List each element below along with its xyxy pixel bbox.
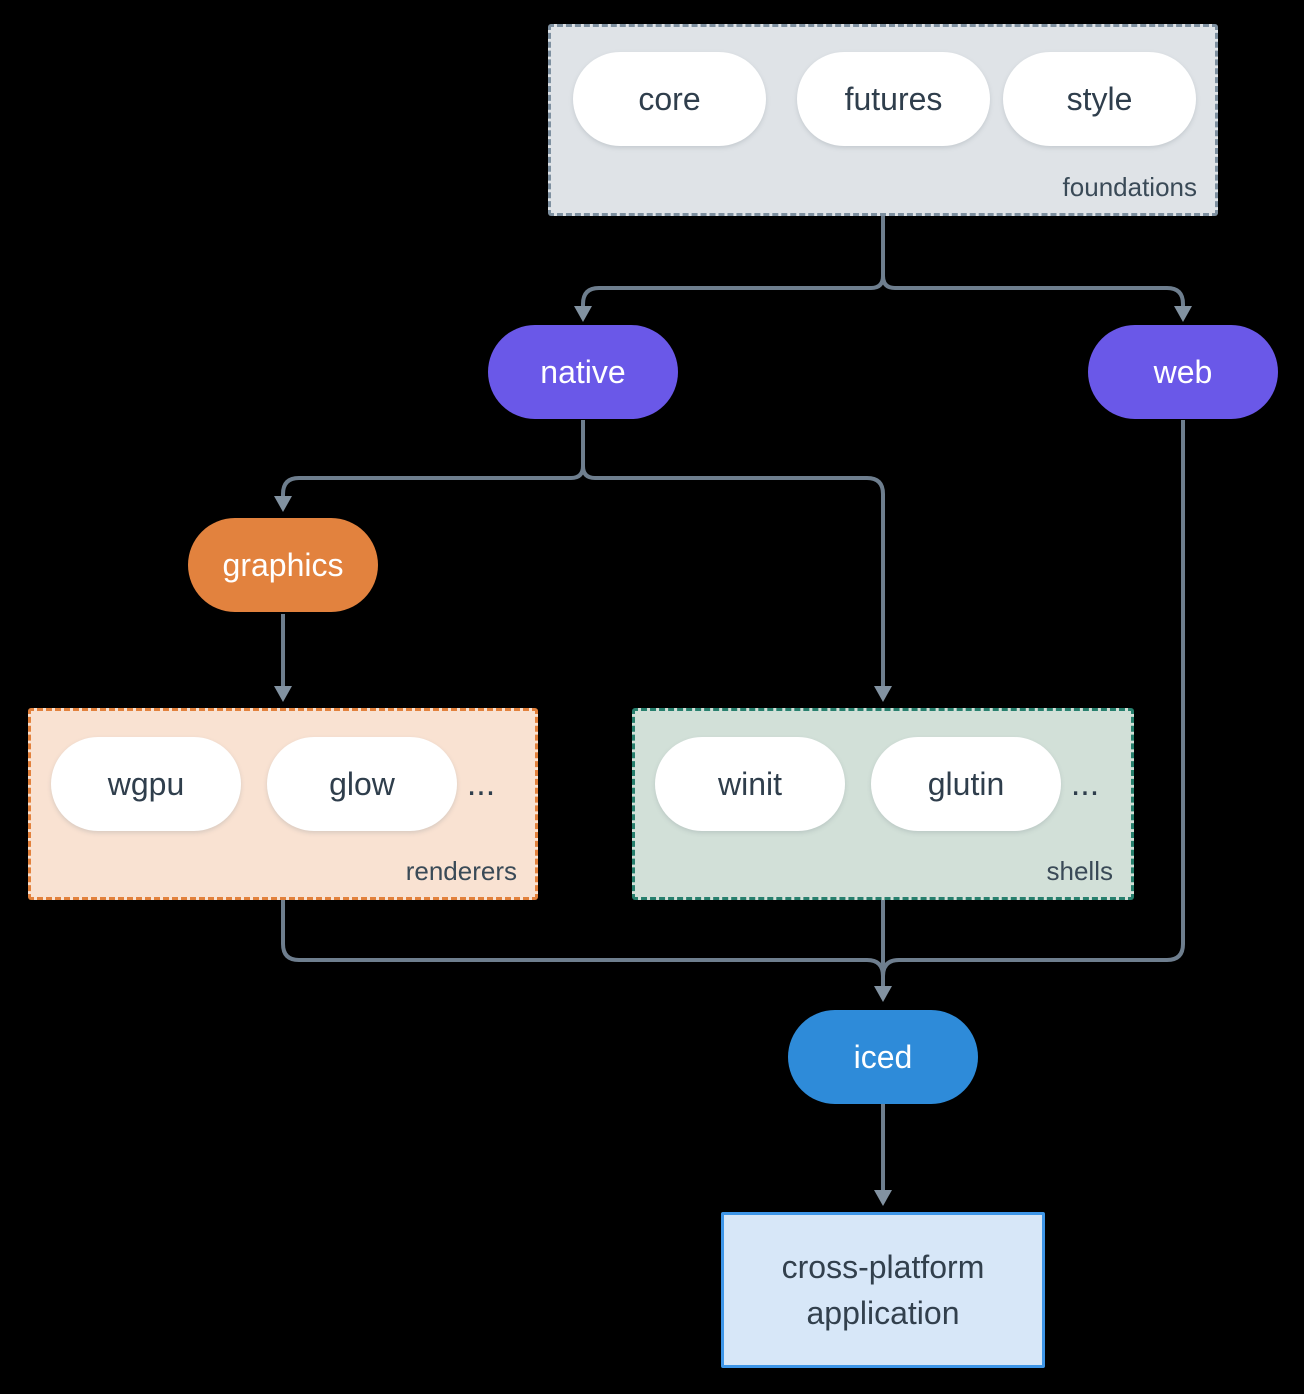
arrowhead-shells (874, 686, 892, 702)
node-cross-platform-application: cross-platform application (721, 1212, 1045, 1368)
node-graphics: graphics (188, 518, 378, 612)
node-web: web (1088, 325, 1278, 419)
pill-wgpu: wgpu (51, 737, 241, 831)
arrowhead-application (874, 1190, 892, 1206)
pill-winit: winit (655, 737, 845, 831)
connector-foundations-to-web (881, 216, 1185, 318)
pill-glow: glow (267, 737, 457, 831)
foundations-label: foundations (1062, 172, 1197, 202)
shells-ellipsis: ... (1070, 764, 1100, 803)
renderers-group: wgpu glow ... renderers (28, 708, 538, 900)
connector-foundations-to-native (581, 216, 885, 318)
arrowhead-iced (874, 986, 892, 1002)
renderers-ellipsis: ... (466, 764, 496, 803)
pill-style: style (1003, 52, 1196, 146)
node-native: native (488, 325, 678, 419)
shells-label: shells (1046, 856, 1113, 886)
application-line2: application (806, 1295, 960, 1331)
arrowhead-graphics (274, 496, 292, 512)
arrowhead-native (574, 306, 592, 322)
connector-native-to-graphics (281, 420, 585, 508)
connector-native-to-shells (581, 420, 885, 698)
pill-glutin: glutin (871, 737, 1061, 831)
connector-renderers-to-iced (281, 900, 885, 998)
foundations-group: core futures style foundations (548, 24, 1218, 216)
node-iced: iced (788, 1010, 978, 1104)
application-line1: cross-platform (781, 1249, 985, 1285)
arrowhead-web (1174, 306, 1192, 322)
pill-futures: futures (797, 52, 990, 146)
arrowhead-renderers (274, 686, 292, 702)
shells-group: winit glutin ... shells (632, 708, 1134, 900)
renderers-label: renderers (405, 856, 517, 886)
pill-core: core (573, 52, 766, 146)
